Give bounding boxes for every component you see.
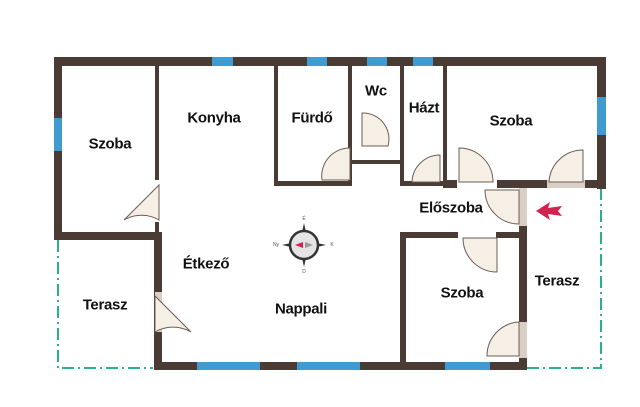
- room-furdo: Fürdő: [291, 109, 333, 127]
- room-hazt: Házt: [408, 99, 440, 117]
- compass-east-label: K: [330, 242, 334, 248]
- terrace-outline: [57, 188, 602, 369]
- compass-north-label: É: [302, 216, 306, 222]
- room-szoba-top-right: Szoba: [489, 112, 533, 130]
- room-etkezo: Étkező: [182, 255, 230, 273]
- compass-west-label: Ny: [272, 242, 280, 248]
- room-terasz-left: Terasz: [82, 296, 128, 314]
- room-eloszoba: Előszoba: [419, 199, 483, 217]
- room-konyha: Konyha: [187, 109, 241, 127]
- compass-south-label: D: [302, 269, 306, 275]
- room-szoba-bottom-right: Szoba: [440, 284, 484, 302]
- doors: [123, 112, 584, 357]
- compass-icon: [282, 223, 326, 267]
- entrance-arrow-icon: [536, 202, 562, 220]
- room-terasz-right: Terasz: [534, 272, 580, 290]
- room-nappali: Nappali: [274, 300, 328, 318]
- room-wc: Wc: [365, 82, 387, 100]
- windows: [54, 57, 606, 370]
- room-szoba-left: Szoba: [88, 135, 132, 153]
